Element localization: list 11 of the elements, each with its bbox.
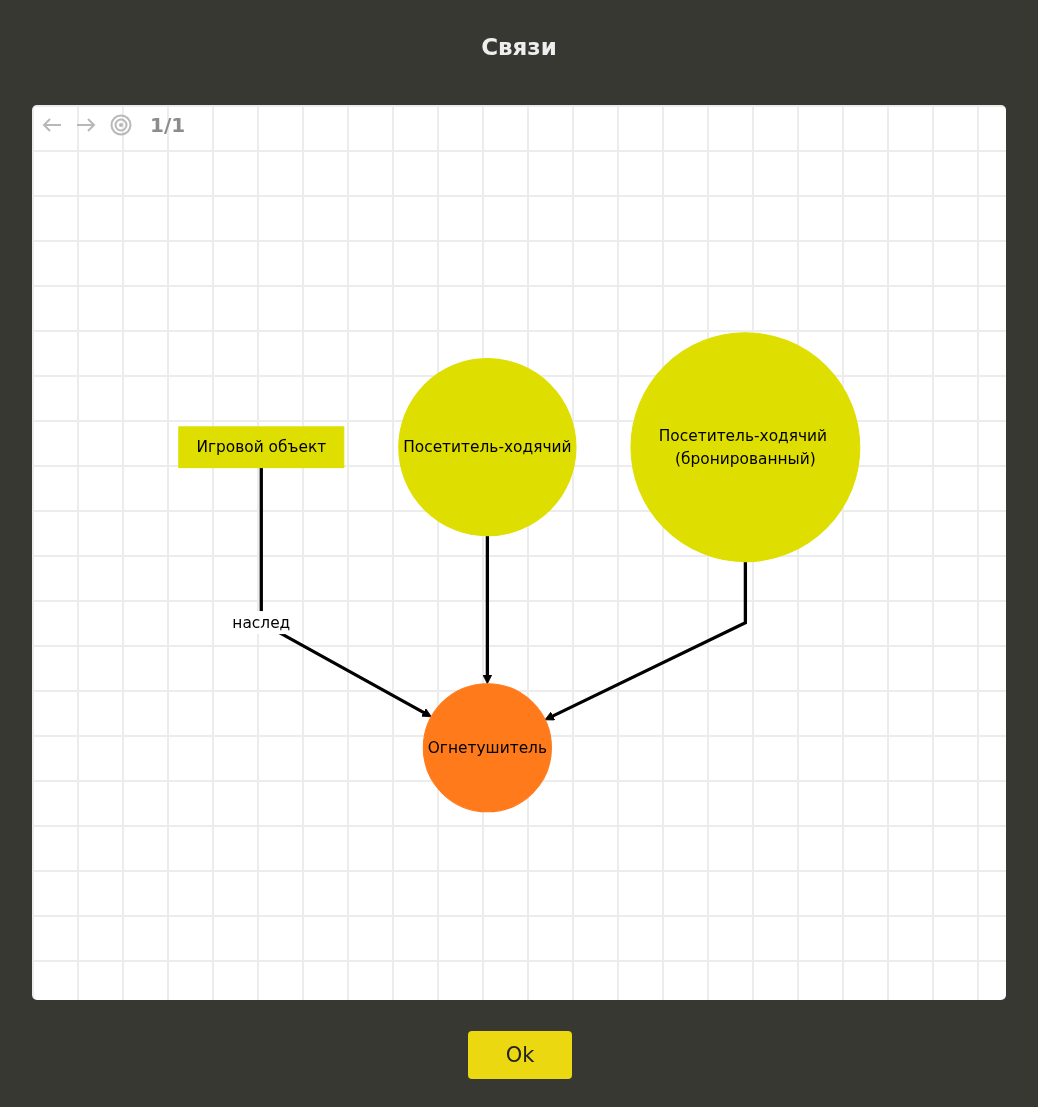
arrow xyxy=(259,467,432,718)
dialog-title: Связи xyxy=(481,34,557,60)
page-counter: 1/1 xyxy=(150,113,186,137)
circle-node: Посетитель-ходячий (бронированный) xyxy=(630,332,861,563)
circle-node: Посетитель-ходячий xyxy=(397,358,577,537)
arrow xyxy=(544,561,747,721)
edge-label: наслед xyxy=(232,611,290,635)
arrow xyxy=(482,536,492,685)
square-node: Игровой объект xyxy=(177,426,345,469)
circle-node: Огнетушитель xyxy=(422,683,552,813)
ok-button: Ok xyxy=(468,1031,572,1079)
